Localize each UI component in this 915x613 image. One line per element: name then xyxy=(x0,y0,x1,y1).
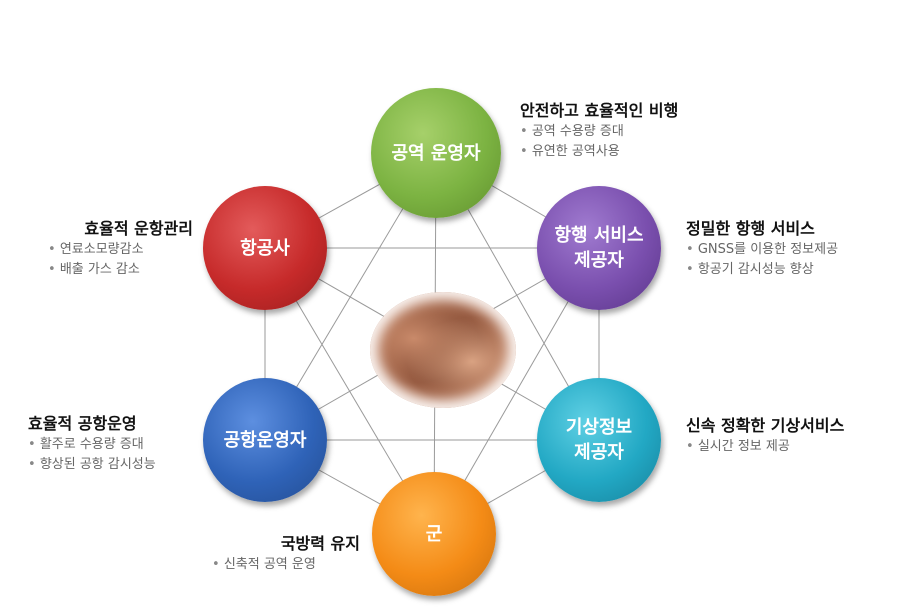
label-block-military: 국방력 유지 신축적 공역 운영 xyxy=(212,533,360,575)
label-item-weather-1: 실시간 정보 제공 xyxy=(686,437,844,457)
node-airport-operator-label: 공항운영자 xyxy=(223,429,307,451)
node-ans-provider-label: 항행 서비스 제공자 xyxy=(554,225,644,271)
label-block-ans: 정밀한 항행 서비스 GNSS를 이용한 정보제공 항공기 감시성능 향상 xyxy=(686,218,838,280)
node-airport-operator: 공항운영자 xyxy=(203,378,327,502)
node-weather-provider-label: 기상정보 제공자 xyxy=(565,417,633,463)
node-airline-label: 항공사 xyxy=(240,237,290,259)
label-title-weather: 신속 정확한 기상서비스 xyxy=(686,416,845,435)
label-item-airspace-1: 공역 수용량 증대 xyxy=(520,122,678,142)
label-item-ans-2: 항공기 감시성능 향상 xyxy=(686,260,838,280)
label-block-weather: 신속 정확한 기상서비스 실시간 정보 제공 xyxy=(686,415,844,457)
label-item-airport-1: 활주로 수용량 증대 xyxy=(28,435,156,455)
label-item-airport-2: 향상된 공항 감시성능 xyxy=(28,455,156,475)
label-block-airspace: 안전하고 효율적인 비행 공역 수용량 증대 유연한 공역사용 xyxy=(520,100,678,162)
node-military: 군 xyxy=(372,472,496,596)
label-item-airline-2: 배출 가스 감소 xyxy=(28,260,193,280)
label-item-military-1: 신축적 공역 운영 xyxy=(212,555,360,575)
label-block-airline: 효율적 운항관리 연료소모량감소 배출 가스 감소 xyxy=(28,218,193,280)
label-title-airline: 효율적 운항관리 xyxy=(84,219,193,238)
label-block-airport: 효율적 공항운영 활주로 수용량 증대 향상된 공항 감시성능 xyxy=(28,413,156,475)
label-item-airline-1: 연료소모량감소 xyxy=(28,240,193,260)
node-military-label: 군 xyxy=(425,523,443,545)
label-title-ans: 정밀한 항행 서비스 xyxy=(686,219,815,238)
node-ans-provider: 항행 서비스 제공자 xyxy=(537,186,661,310)
label-title-military: 국방력 유지 xyxy=(280,534,360,553)
node-airspace-operator: 공역 운영자 xyxy=(371,88,501,218)
label-item-ans-1: GNSS를 이용한 정보제공 xyxy=(686,240,838,260)
node-airline: 항공사 xyxy=(203,186,327,310)
joined-hands-image xyxy=(370,292,516,408)
label-title-airspace: 안전하고 효율적인 비행 xyxy=(520,101,679,120)
label-item-airspace-2: 유연한 공역사용 xyxy=(520,142,678,162)
label-title-airport: 효율적 공항운영 xyxy=(28,414,137,433)
node-airspace-operator-label: 공역 운영자 xyxy=(391,142,481,164)
node-weather-provider: 기상정보 제공자 xyxy=(537,378,661,502)
